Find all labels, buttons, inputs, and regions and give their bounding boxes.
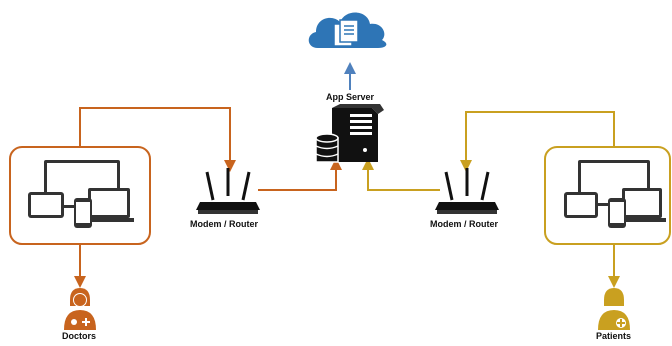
router-to-server-link (258, 158, 342, 191)
doctor-icon (64, 288, 96, 330)
patients-label: Patients (596, 331, 632, 341)
wifi-router-icon (435, 168, 499, 214)
doctors-label: Doctors (62, 331, 97, 341)
patient-links (362, 111, 620, 288)
router-right-label: Modem / Router (430, 219, 499, 229)
app-server-label: App Server (326, 92, 375, 102)
cloud-documents-icon (308, 12, 387, 48)
server-database-icon (315, 104, 384, 163)
router-left-label: Modem / Router (190, 219, 259, 229)
wifi-router-icon (196, 168, 260, 214)
devices-to-router-link (79, 107, 236, 172)
doctor-links (74, 107, 342, 288)
router-to-server-link-right (362, 158, 440, 191)
multi-device-icon (28, 160, 134, 228)
patient-icon (598, 288, 630, 330)
devices-to-router-link-right (460, 111, 615, 172)
multi-device-icon (564, 160, 666, 228)
